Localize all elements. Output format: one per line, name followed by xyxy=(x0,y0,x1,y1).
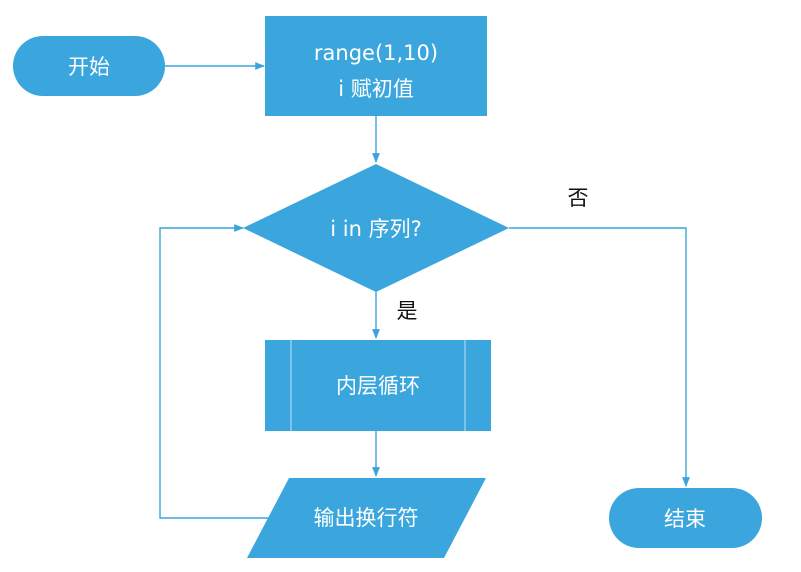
edge-decision-to-end xyxy=(509,227,690,487)
end-node: 结束 xyxy=(609,488,762,548)
start-label: 开始 xyxy=(68,55,110,79)
init-label-line2: i 赋初值 xyxy=(338,77,414,101)
inner-loop-node: 内层循环 xyxy=(265,340,491,431)
decision-node: i in 序列? xyxy=(243,164,509,292)
end-label: 结束 xyxy=(664,507,706,531)
output-label: 输出换行符 xyxy=(314,506,419,530)
output-node: 输出换行符 xyxy=(247,478,486,558)
init-label-line1: range(1,10) xyxy=(314,41,438,65)
edge-label-yes: 是 xyxy=(397,299,418,323)
inner-loop-label: 内层循环 xyxy=(336,374,420,398)
decision-label: i in 序列? xyxy=(330,217,421,241)
init-process-node: range(1,10) i 赋初值 xyxy=(265,16,487,116)
edge-label-no: 否 xyxy=(568,186,589,210)
edge-output-loop-back xyxy=(159,224,270,519)
start-node: 开始 xyxy=(13,36,165,96)
